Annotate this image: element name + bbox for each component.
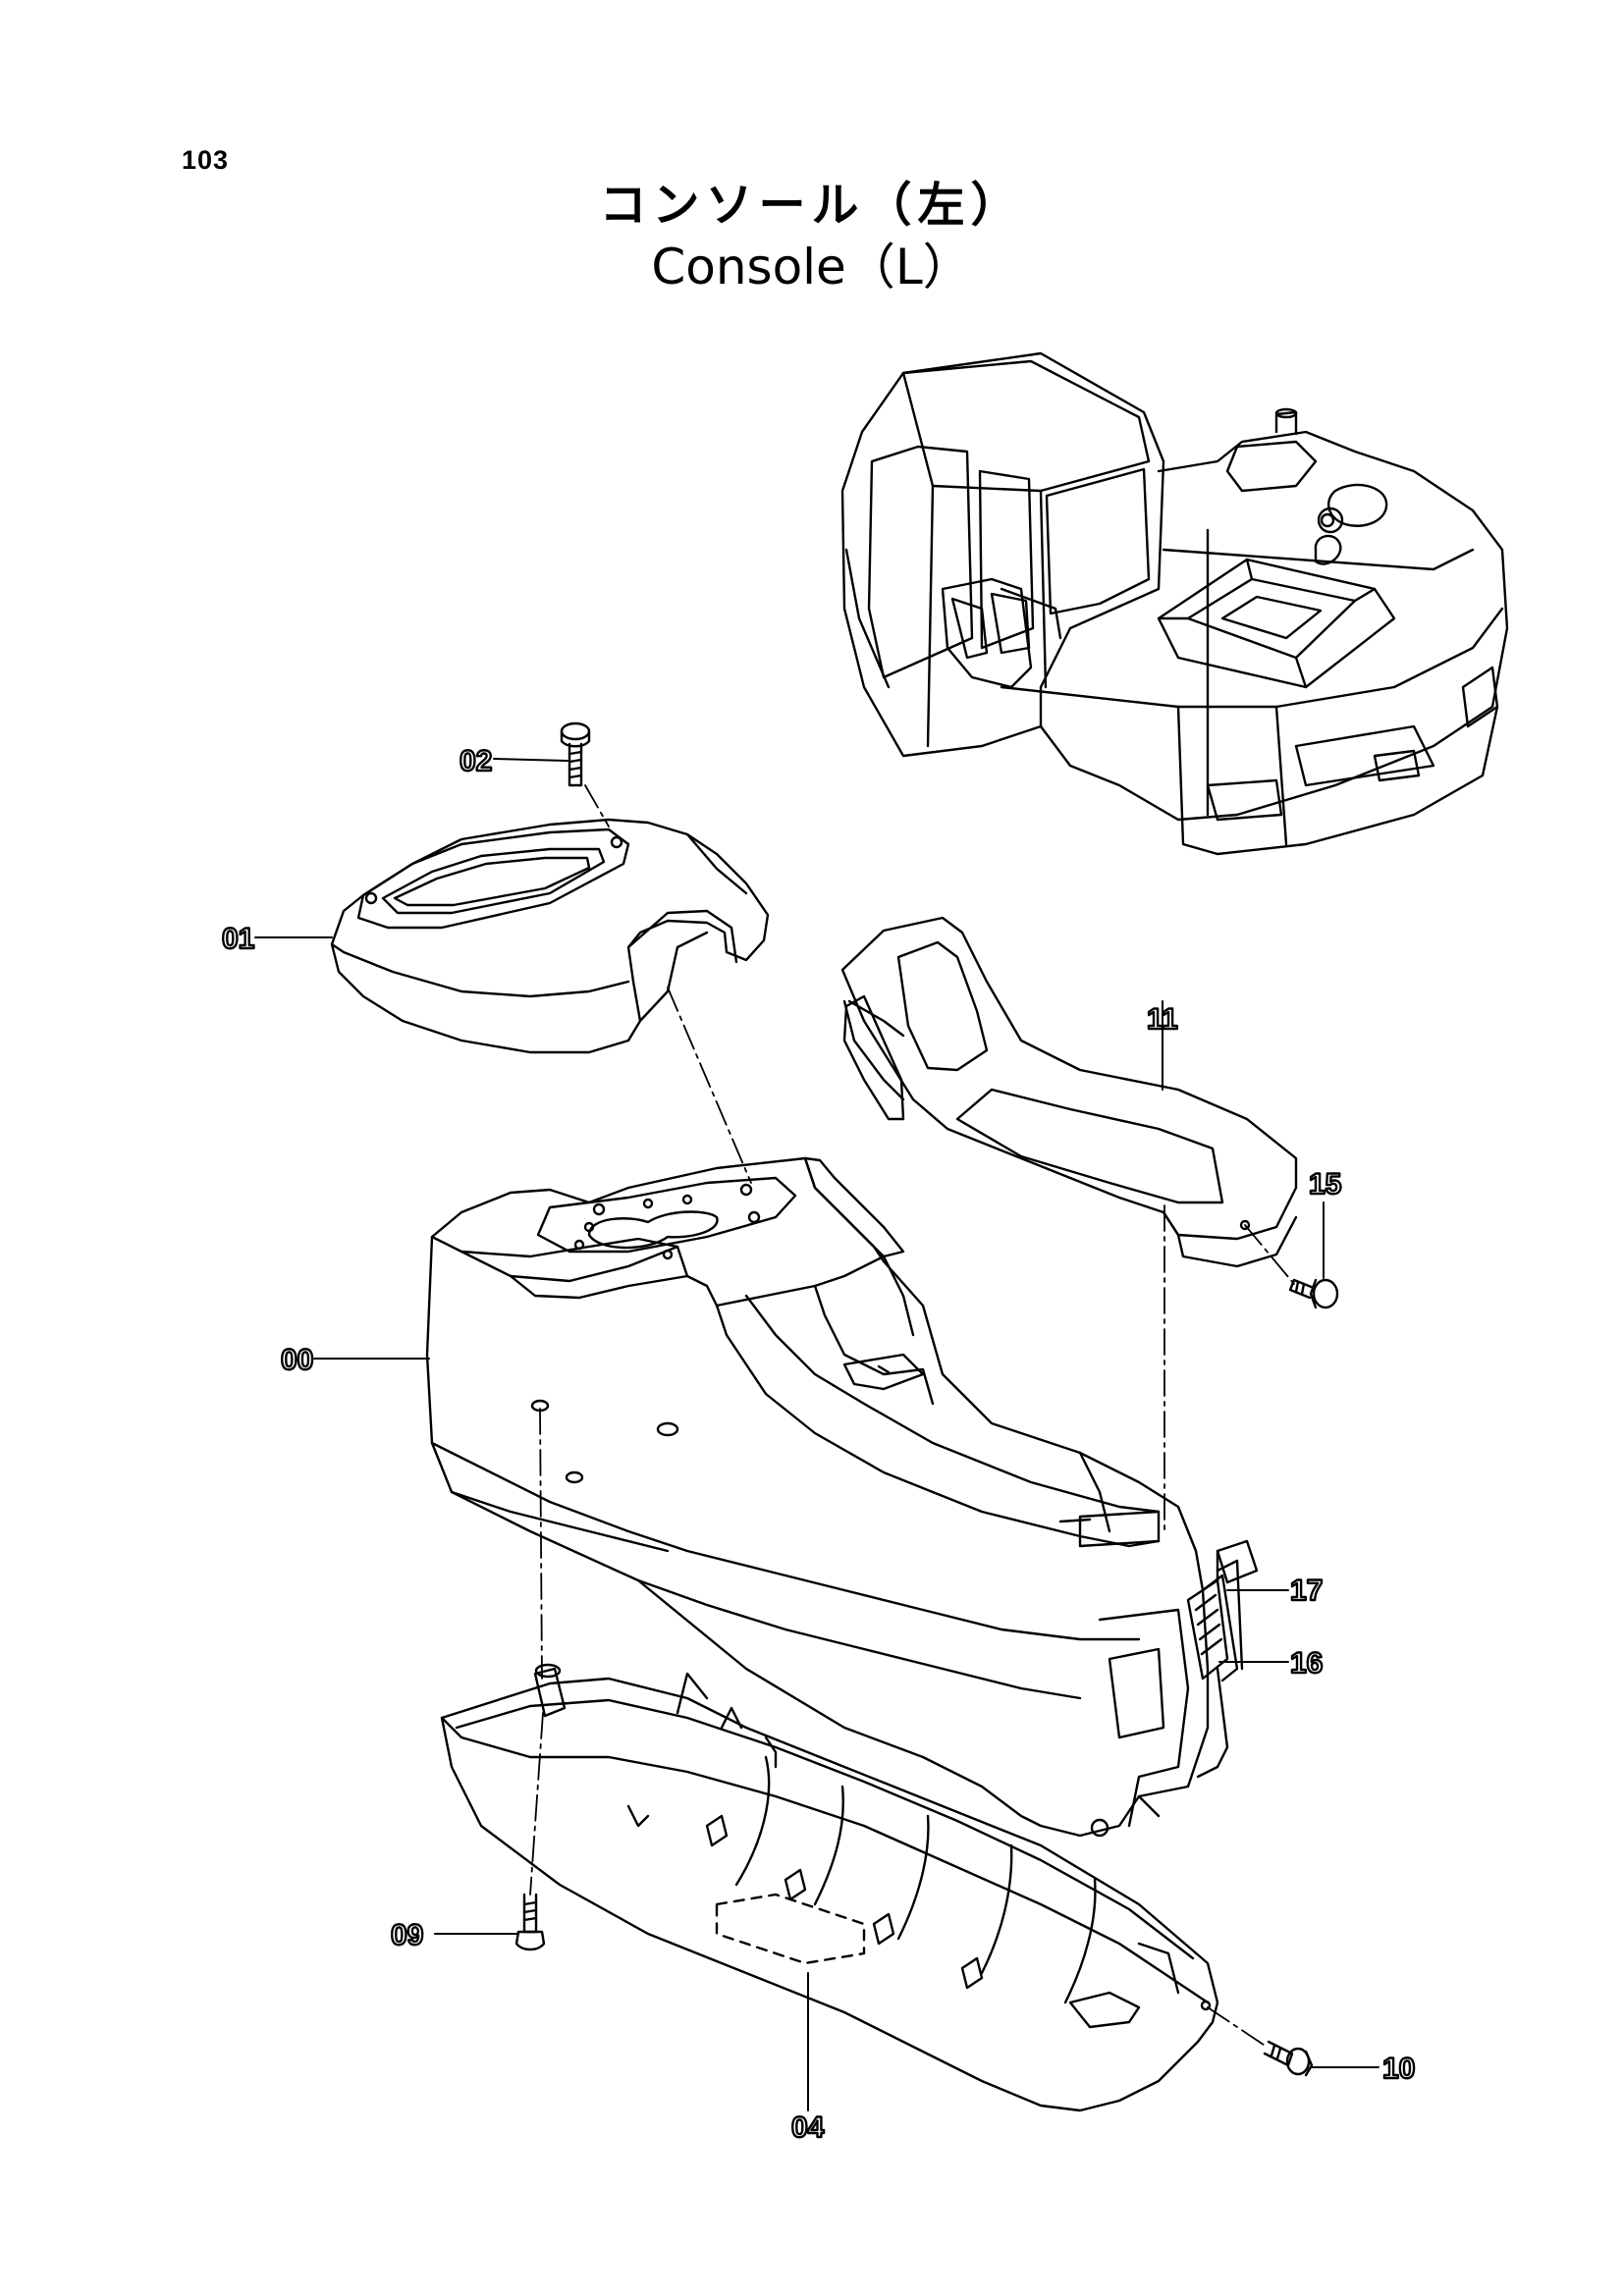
- part-02-bolt: [560, 721, 591, 787]
- assembly-dash-lines: [529, 784, 1295, 2048]
- title-block: コンソール（左） Console（L）: [0, 175, 1623, 298]
- part-01-upper-cover: [330, 818, 770, 1054]
- label-00: 00: [281, 1344, 313, 1376]
- title-japanese: コンソール（左）: [599, 178, 1024, 233]
- label-11: 11: [1147, 1003, 1178, 1036]
- label-02: 02: [460, 745, 492, 777]
- part-09-bolt: [514, 1893, 546, 1951]
- part-04-lower-cover: [440, 1663, 1219, 2112]
- part-16-connector: [1186, 1559, 1244, 1682]
- leader-lines: [254, 758, 1380, 2111]
- page-number: 103: [182, 145, 230, 175]
- label-16: 16: [1290, 1647, 1323, 1680]
- part-11-armrest-frame: [840, 916, 1298, 1268]
- label-09: 09: [391, 1919, 423, 1951]
- label-10: 10: [1382, 2053, 1415, 2085]
- part-17-bracket: [1216, 1539, 1259, 1584]
- label-01: 01: [222, 923, 254, 955]
- excavator-overview-illustration: [840, 351, 1509, 856]
- label-17: 17: [1290, 1575, 1323, 1607]
- part-15-screw: [1288, 1278, 1339, 1309]
- part-00-console-body: [425, 1156, 1229, 1838]
- part-10-screw: [1263, 2040, 1314, 2077]
- label-04: 04: [791, 2111, 825, 2144]
- label-15: 15: [1309, 1168, 1341, 1201]
- title-english: Console（L）: [651, 239, 972, 295]
